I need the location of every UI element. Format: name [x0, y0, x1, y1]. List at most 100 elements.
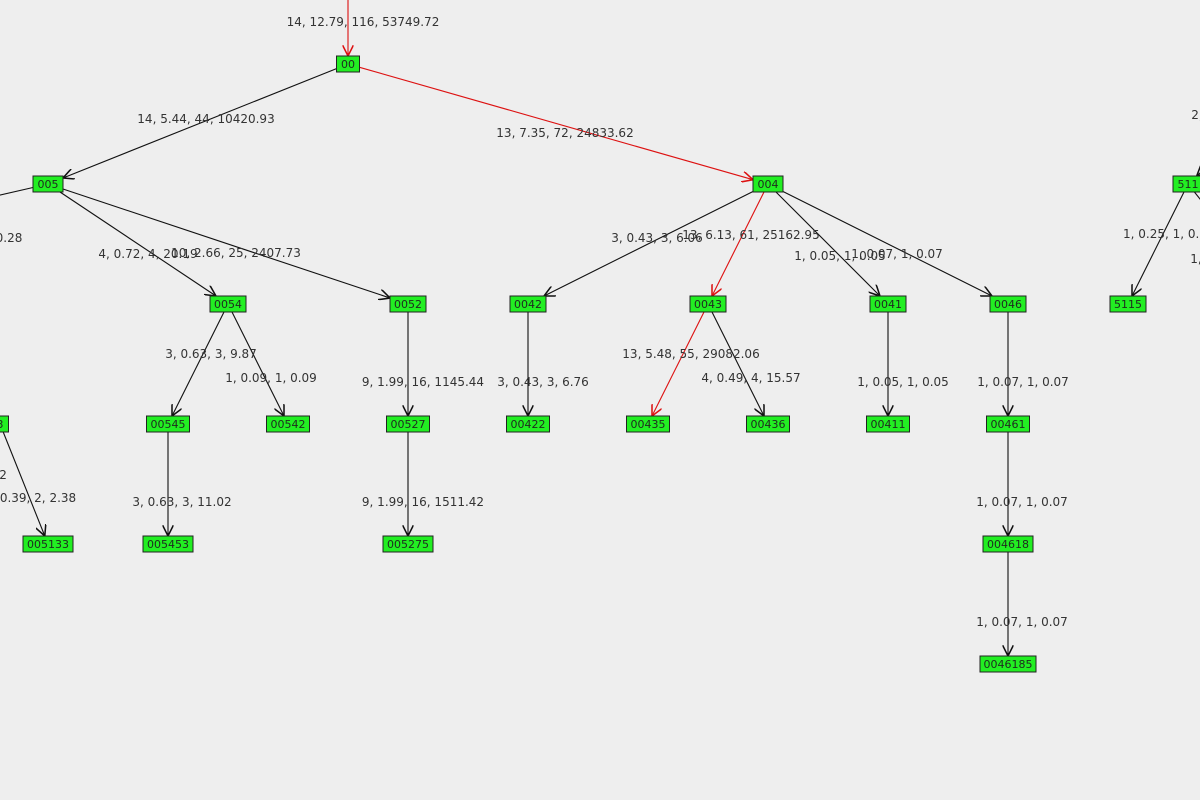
edge-0054-00545	[172, 311, 225, 416]
edge-004-0042	[544, 191, 754, 297]
node-box	[0, 415, 9, 433]
node-box	[979, 655, 1037, 673]
edge-005-0052	[62, 188, 390, 298]
edge-label: 0.39, 2, 2.38	[0, 491, 76, 505]
edge-label: 1, 0.07, 1, 0.07	[851, 247, 943, 261]
tree-node-00527[interactable]: 00527	[386, 415, 430, 433]
tree-node-00542[interactable]: 00542	[266, 415, 310, 433]
node-box	[989, 295, 1027, 313]
edge-511-right	[1193, 191, 1200, 200]
tree-node-00411[interactable]: 00411	[866, 415, 910, 433]
tree-node-511[interactable]: 511	[1172, 175, 1200, 193]
node-box	[689, 295, 727, 313]
edge-00-005	[63, 68, 337, 178]
edge-label: 1, 0.05, 1, 0.05	[794, 249, 886, 263]
node-box	[509, 295, 547, 313]
tree-node-005275[interactable]: 005275	[382, 535, 434, 553]
edge-00-004	[359, 66, 754, 179]
edge-0043-00436	[711, 311, 764, 416]
node-label: 00527	[391, 418, 426, 431]
node-label: 004618	[987, 538, 1029, 551]
node-label: 00	[341, 58, 355, 71]
node-box	[506, 415, 550, 433]
edge-label: 10, 2.66, 25, 2407.73	[171, 246, 301, 260]
node-box	[986, 415, 1030, 433]
tree-node-5115[interactable]: 5115	[1109, 295, 1147, 313]
edge-004-0043	[712, 191, 765, 296]
node-box	[266, 415, 310, 433]
edge-511-5115	[1132, 191, 1185, 296]
node-box	[146, 415, 190, 433]
edge-label: 3, 0.43, 3, 6.76	[497, 375, 589, 389]
node-label: 00545	[151, 418, 186, 431]
node-box	[209, 295, 247, 313]
tree-node-0046[interactable]: 0046	[989, 295, 1027, 313]
tree-node-004[interactable]: 004	[752, 175, 784, 193]
tree-node-3[interactable]: 3	[0, 415, 9, 433]
node-box	[982, 535, 1034, 553]
tree-node-00436[interactable]: 00436	[746, 415, 790, 433]
node-label: 0046185	[984, 658, 1033, 671]
edge-label: 3, 0.63, 3, 9.87	[165, 347, 257, 361]
node-box	[752, 175, 784, 193]
node-box	[142, 535, 194, 553]
node-label: 00435	[631, 418, 666, 431]
node-label: 0046	[994, 298, 1022, 311]
edge-label: 9, 1.99, 16, 1145.44	[362, 375, 484, 389]
tree-node-005453[interactable]: 005453	[142, 535, 194, 553]
node-label: 005275	[387, 538, 429, 551]
tree-node-0042[interactable]: 0042	[509, 295, 547, 313]
node-box	[626, 415, 670, 433]
tree-node-0043[interactable]: 0043	[689, 295, 727, 313]
edge-label: 1,	[1190, 252, 1200, 266]
tree-node-005[interactable]: 005	[32, 175, 64, 193]
tree-node-00422[interactable]: 00422	[506, 415, 550, 433]
node-label: 00436	[751, 418, 786, 431]
node-label: 005453	[147, 538, 189, 551]
tree-node-00[interactable]: 00	[336, 55, 360, 73]
tree-node-0046185[interactable]: 0046185	[979, 655, 1037, 673]
tree-node-0041[interactable]: 0041	[869, 295, 907, 313]
node-label: 005133	[27, 538, 69, 551]
edge-label: 13, 5.48, 55, 29082.06	[622, 347, 759, 361]
edge-label: 1, 0.07, 1, 0.07	[977, 375, 1069, 389]
node-label: 00411	[871, 418, 906, 431]
edge-label: 2	[0, 468, 7, 482]
node-box	[22, 535, 74, 553]
node-label: 00461	[991, 418, 1026, 431]
edge-004-0046	[782, 191, 992, 297]
node-label: 00542	[271, 418, 306, 431]
tree-node-0052[interactable]: 0052	[389, 295, 427, 313]
tree-node-005133[interactable]: 005133	[22, 535, 74, 553]
node-box	[1109, 295, 1147, 313]
tree-node-0054[interactable]: 0054	[209, 295, 247, 313]
edge-label: 9, 1.99, 16, 1511.42	[362, 495, 484, 509]
node-label: 5115	[1114, 298, 1142, 311]
node-box	[382, 535, 434, 553]
tree-node-00435[interactable]: 00435	[626, 415, 670, 433]
tree-node-004618[interactable]: 004618	[982, 535, 1034, 553]
tree-node-00461[interactable]: 00461	[986, 415, 1030, 433]
edge-005-0054	[59, 191, 216, 296]
node-label: 0043	[694, 298, 722, 311]
node-label: 0042	[514, 298, 542, 311]
edge-label: 4, 0.49, 4, 15.57	[701, 371, 800, 385]
node-box	[386, 415, 430, 433]
node-box	[869, 295, 907, 313]
node-box	[32, 175, 64, 193]
node-label: 004	[758, 178, 779, 191]
node-label: 0052	[394, 298, 422, 311]
edge-005-left	[0, 186, 34, 196]
node-box	[336, 55, 360, 73]
edge-label: 1, 0.25, 1, 0.2	[1123, 227, 1200, 241]
edge-label: 0.28	[0, 231, 22, 245]
edge-004-0041	[775, 191, 880, 296]
edge-3-005133	[2, 431, 45, 536]
tree-node-00545[interactable]: 00545	[146, 415, 190, 433]
node-label: 0054	[214, 298, 242, 311]
node-box	[746, 415, 790, 433]
node-label: 005	[38, 178, 59, 191]
